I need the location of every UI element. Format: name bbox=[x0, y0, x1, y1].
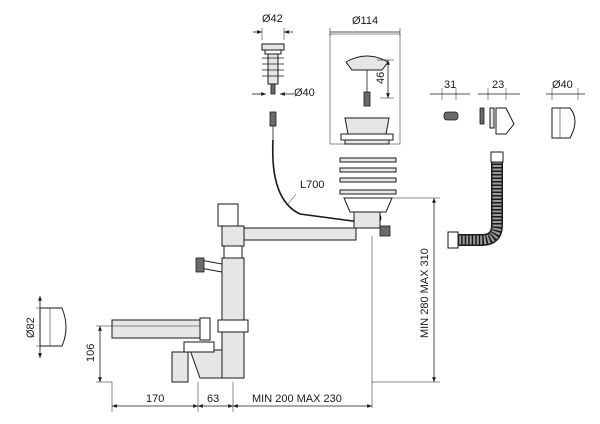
strainer-basket bbox=[329, 33, 401, 145]
sink-outlet bbox=[339, 157, 397, 237]
flexible-hose bbox=[447, 151, 504, 249]
strainer-depth-label: 46 bbox=[375, 72, 387, 84]
side-adapters: 31 23 Ø40 bbox=[430, 79, 585, 139]
width-range-label: MIN 200 MAX 230 bbox=[252, 393, 342, 405]
strainer-diameter-label: Ø114 bbox=[352, 15, 378, 27]
plug-dimension: Ø42 Ø40 bbox=[252, 13, 315, 99]
plug-bottom-diameter-label: Ø40 bbox=[294, 87, 315, 99]
adapter-23-label: 23 bbox=[492, 79, 504, 91]
overflow-cable: L700 bbox=[269, 111, 361, 223]
adapter-31-label: 31 bbox=[444, 79, 456, 91]
trap-cap-diameter-label: Ø82 bbox=[25, 317, 37, 338]
width-170-label: 170 bbox=[146, 393, 164, 405]
cable-length-label: L700 bbox=[300, 179, 324, 191]
bottom-width-dimensions: 170 63 MIN 200 MAX 230 bbox=[111, 382, 372, 412]
trap-height-dimension: 106 bbox=[85, 325, 112, 383]
trap-cap: Ø82 bbox=[25, 296, 67, 358]
height-range-label: MIN 280 MAX 310 bbox=[419, 248, 431, 338]
width-63-label: 63 bbox=[207, 393, 219, 405]
horizontal-outlet-pipe bbox=[111, 317, 211, 341]
plug-top-diameter-label: Ø42 bbox=[262, 13, 283, 25]
height-range-dimension: MIN 280 MAX 310 bbox=[371, 197, 440, 408]
trap-height-label: 106 bbox=[85, 344, 97, 362]
popup-plug bbox=[261, 43, 285, 95]
strainer-dimension: Ø114 46 bbox=[329, 15, 401, 99]
cap-diameter-label: Ø40 bbox=[552, 79, 573, 91]
waste-pipe bbox=[171, 203, 357, 383]
